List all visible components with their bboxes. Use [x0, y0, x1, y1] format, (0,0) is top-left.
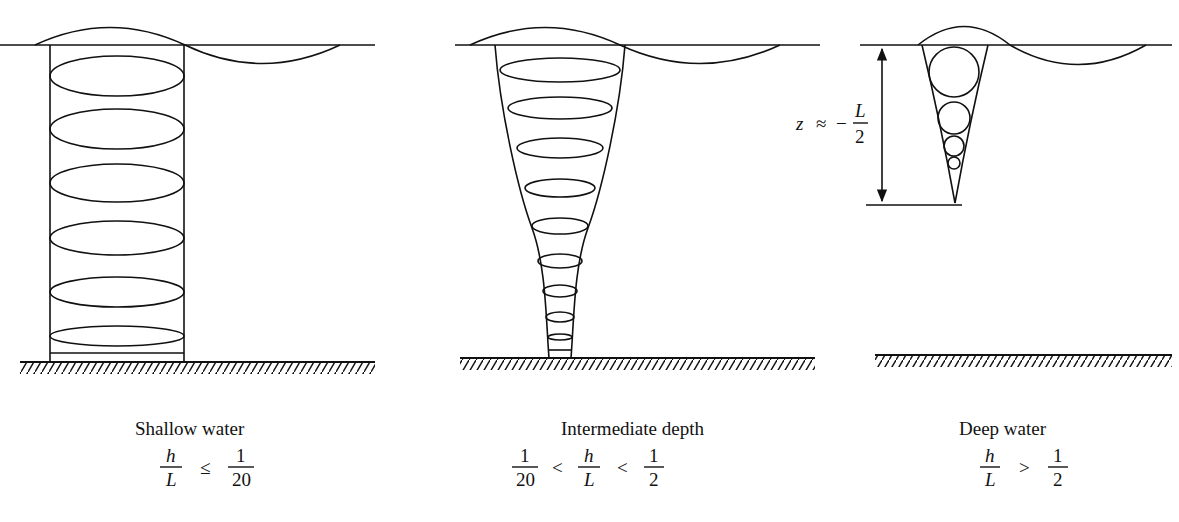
orbit-ellipse	[50, 109, 184, 149]
orbit-envelope	[49, 45, 51, 362]
orbit-ellipse	[532, 218, 588, 234]
fraction-bar	[228, 466, 254, 467]
math-symbol: ≈	[816, 114, 826, 133]
orbit-envelope	[183, 45, 185, 362]
panel-caption: Intermediate depth	[561, 419, 704, 438]
dimension-extension	[866, 204, 962, 206]
math-number: 2	[855, 127, 865, 146]
orbit-envelope	[495, 45, 549, 358]
deep-water-panel	[860, 27, 1172, 368]
still-water-line	[860, 44, 1172, 46]
math-number: 2	[1053, 470, 1063, 489]
math-symbol: <	[617, 458, 628, 477]
math-variable: h	[166, 446, 176, 465]
orbit-flat	[50, 352, 184, 354]
math-number: 1	[1053, 446, 1063, 465]
fraction-bar	[578, 466, 600, 467]
fraction-bar	[644, 466, 664, 467]
fraction-bar	[512, 466, 538, 467]
math-symbol: >	[1019, 458, 1030, 477]
orbit-ellipse	[50, 326, 184, 346]
math-number: 20	[232, 470, 251, 489]
orbit-circle	[929, 47, 979, 97]
fraction-bars	[160, 123, 1068, 467]
sea-bed	[460, 357, 815, 359]
orbit-ellipse	[548, 334, 572, 340]
wave-profile	[35, 28, 340, 64]
intermediate-depth-panel	[455, 28, 820, 371]
orbit-ellipse	[546, 312, 574, 322]
sea-bed	[20, 361, 375, 363]
orbit-ellipse	[50, 56, 184, 96]
bed-hatching	[875, 356, 1172, 367]
orbit-circle	[944, 136, 964, 156]
orbit-ellipse	[500, 58, 620, 82]
orbit-envelope	[571, 45, 625, 358]
orbit-ellipse	[517, 138, 603, 158]
math-variable: h	[584, 446, 594, 465]
still-water-line	[455, 44, 820, 46]
math-symbol: <	[552, 458, 563, 477]
math-variable: L	[584, 470, 595, 489]
shallow-water-panel	[0, 28, 375, 375]
orbit-ellipse	[525, 179, 595, 197]
orbit-ellipse	[508, 97, 612, 119]
fraction-bar	[1048, 466, 1068, 467]
math-symbol: ≤	[200, 458, 210, 477]
math-number: 20	[516, 470, 535, 489]
orbit-ellipse	[50, 164, 184, 202]
fraction-bar	[160, 466, 182, 467]
orbit-ellipse	[538, 254, 582, 268]
math-variable: L	[166, 470, 177, 489]
fraction-bar	[980, 466, 1000, 467]
orbit-envelope	[955, 45, 988, 203]
orbit-ellipse	[50, 221, 184, 255]
math-variable: L	[855, 101, 866, 120]
orbit-circle	[948, 157, 960, 169]
math-number: 2	[649, 470, 659, 489]
math-number: 1	[649, 446, 659, 465]
orbit-flat	[549, 349, 571, 351]
orbit-ellipse	[50, 277, 184, 307]
math-variable: h	[985, 446, 995, 465]
math-symbol: −	[836, 114, 847, 133]
bed-hatching	[460, 359, 815, 370]
panel-caption: Shallow water	[135, 419, 244, 438]
math-number: 1	[520, 446, 530, 465]
panel-caption: Deep water	[959, 419, 1046, 438]
sea-bed	[875, 354, 1172, 356]
bed-hatching	[20, 363, 375, 374]
math-variable: L	[985, 470, 996, 489]
fraction-bar	[853, 122, 868, 123]
wave-profile	[918, 27, 1146, 65]
math-variable: z	[796, 114, 803, 133]
orbit-circle	[938, 102, 970, 134]
orbit-ellipse	[543, 285, 577, 297]
math-number: 1	[236, 446, 246, 465]
dimension-line	[881, 49, 883, 201]
